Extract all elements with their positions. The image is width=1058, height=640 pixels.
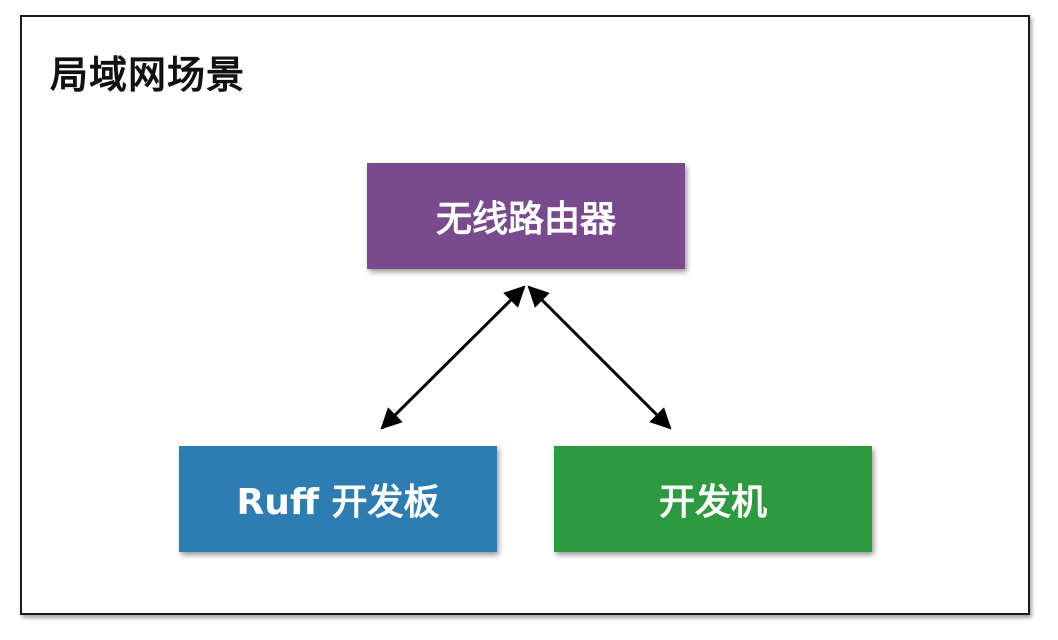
node-dev-machine: 开发机 xyxy=(554,446,872,552)
node-dev-machine-label: 开发机 xyxy=(658,482,767,523)
node-ruff-board-label: Ruff 开发板 xyxy=(236,482,440,523)
node-wireless-router-label: 无线路由器 xyxy=(435,199,616,240)
node-ruff-board: Ruff 开发板 xyxy=(179,446,497,552)
diagram-frame xyxy=(20,15,1030,615)
node-wireless-router: 无线路由器 xyxy=(367,163,685,269)
diagram-title: 局域网场景 xyxy=(50,53,246,97)
